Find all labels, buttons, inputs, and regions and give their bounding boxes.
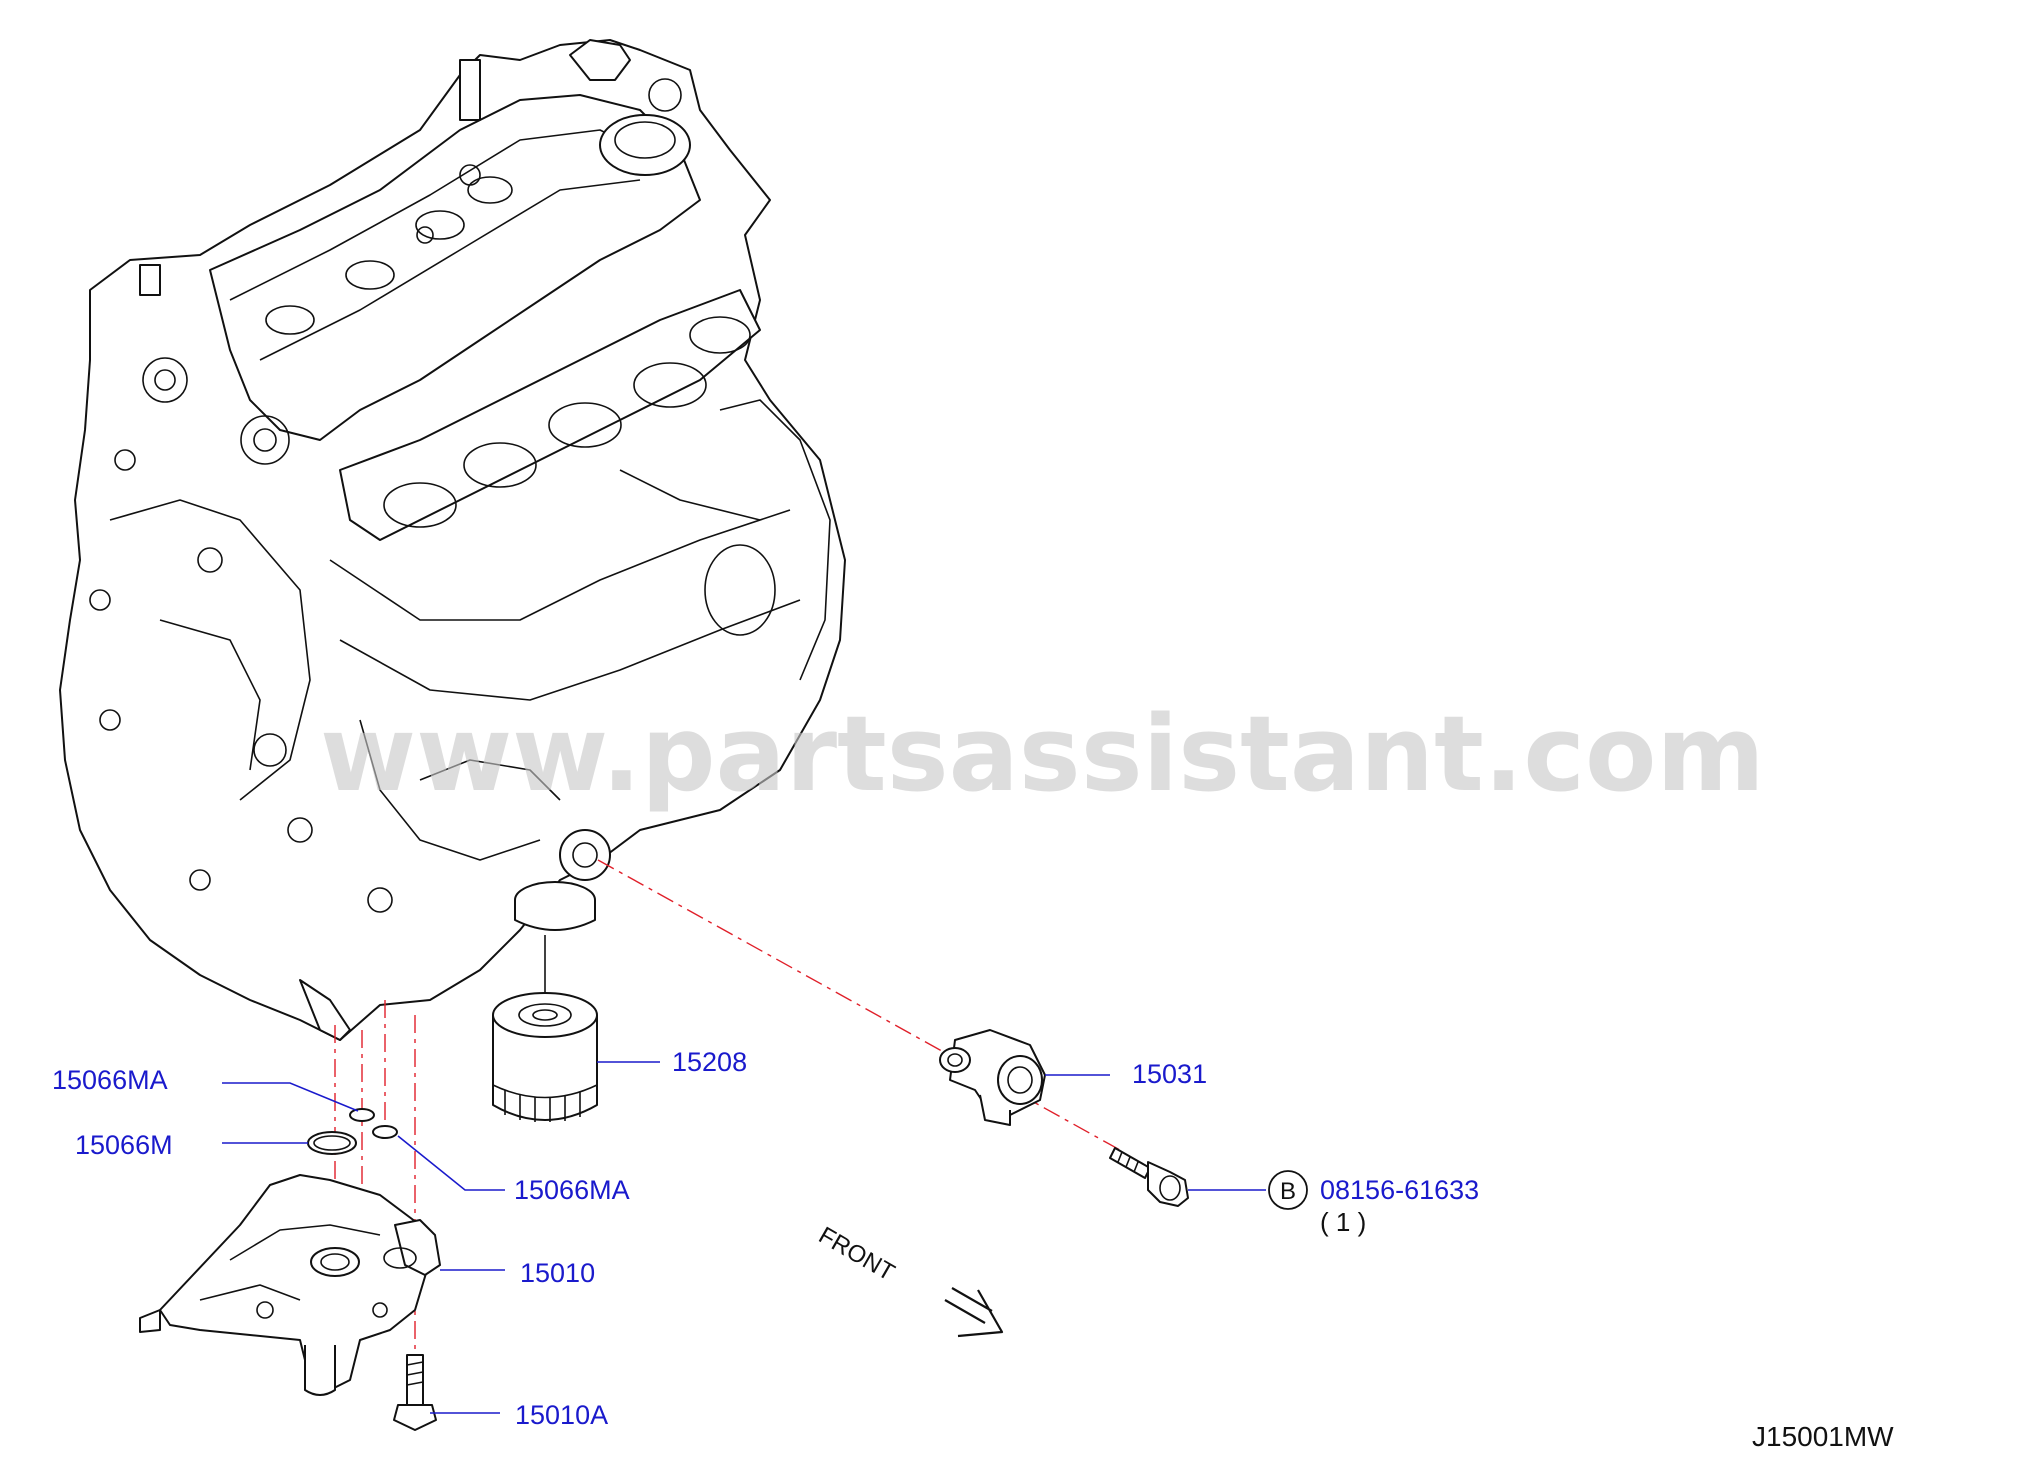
- oil-filter: [492, 992, 598, 1122]
- oil-pump: [139, 1174, 441, 1396]
- bolt-marker-letter: B: [1280, 1178, 1296, 1205]
- pump-bolt: [393, 1354, 437, 1431]
- bolt-reference-marker: B: [1268, 1170, 1308, 1210]
- label-15010: 15010: [520, 1258, 595, 1288]
- oil-pressure-switch: [939, 1029, 1046, 1126]
- front-direction-indicator: FRONT: [814, 1222, 1004, 1338]
- o-ring-15066ma-upper: [349, 1108, 375, 1122]
- label-15066ma-top: 15066MA: [52, 1065, 168, 1095]
- label-15208: 15208: [672, 1047, 747, 1077]
- o-ring-15066ma-lower: [372, 1125, 398, 1139]
- label-15066m: 15066M: [75, 1130, 173, 1160]
- flange-bolt: [1109, 1147, 1189, 1207]
- label-bolt-part-number: 08156-61633: [1320, 1175, 1479, 1205]
- front-label: FRONT: [814, 1222, 899, 1287]
- label-bolt-quantity: ( 1 ): [1320, 1207, 1366, 1237]
- watermark-text: www.partsassistant.com: [320, 693, 1765, 815]
- label-15031: 15031: [1132, 1059, 1207, 1089]
- engine-assembly: [59, 39, 846, 1041]
- o-rings: [307, 1108, 398, 1155]
- diagram-code: J15001MW: [1752, 1421, 1894, 1452]
- front-arrow-icon: [944, 1287, 1004, 1338]
- label-15066ma-bottom: 15066MA: [514, 1175, 630, 1205]
- callout-lines: [222, 1061, 1266, 1414]
- label-15010a: 15010A: [515, 1400, 608, 1430]
